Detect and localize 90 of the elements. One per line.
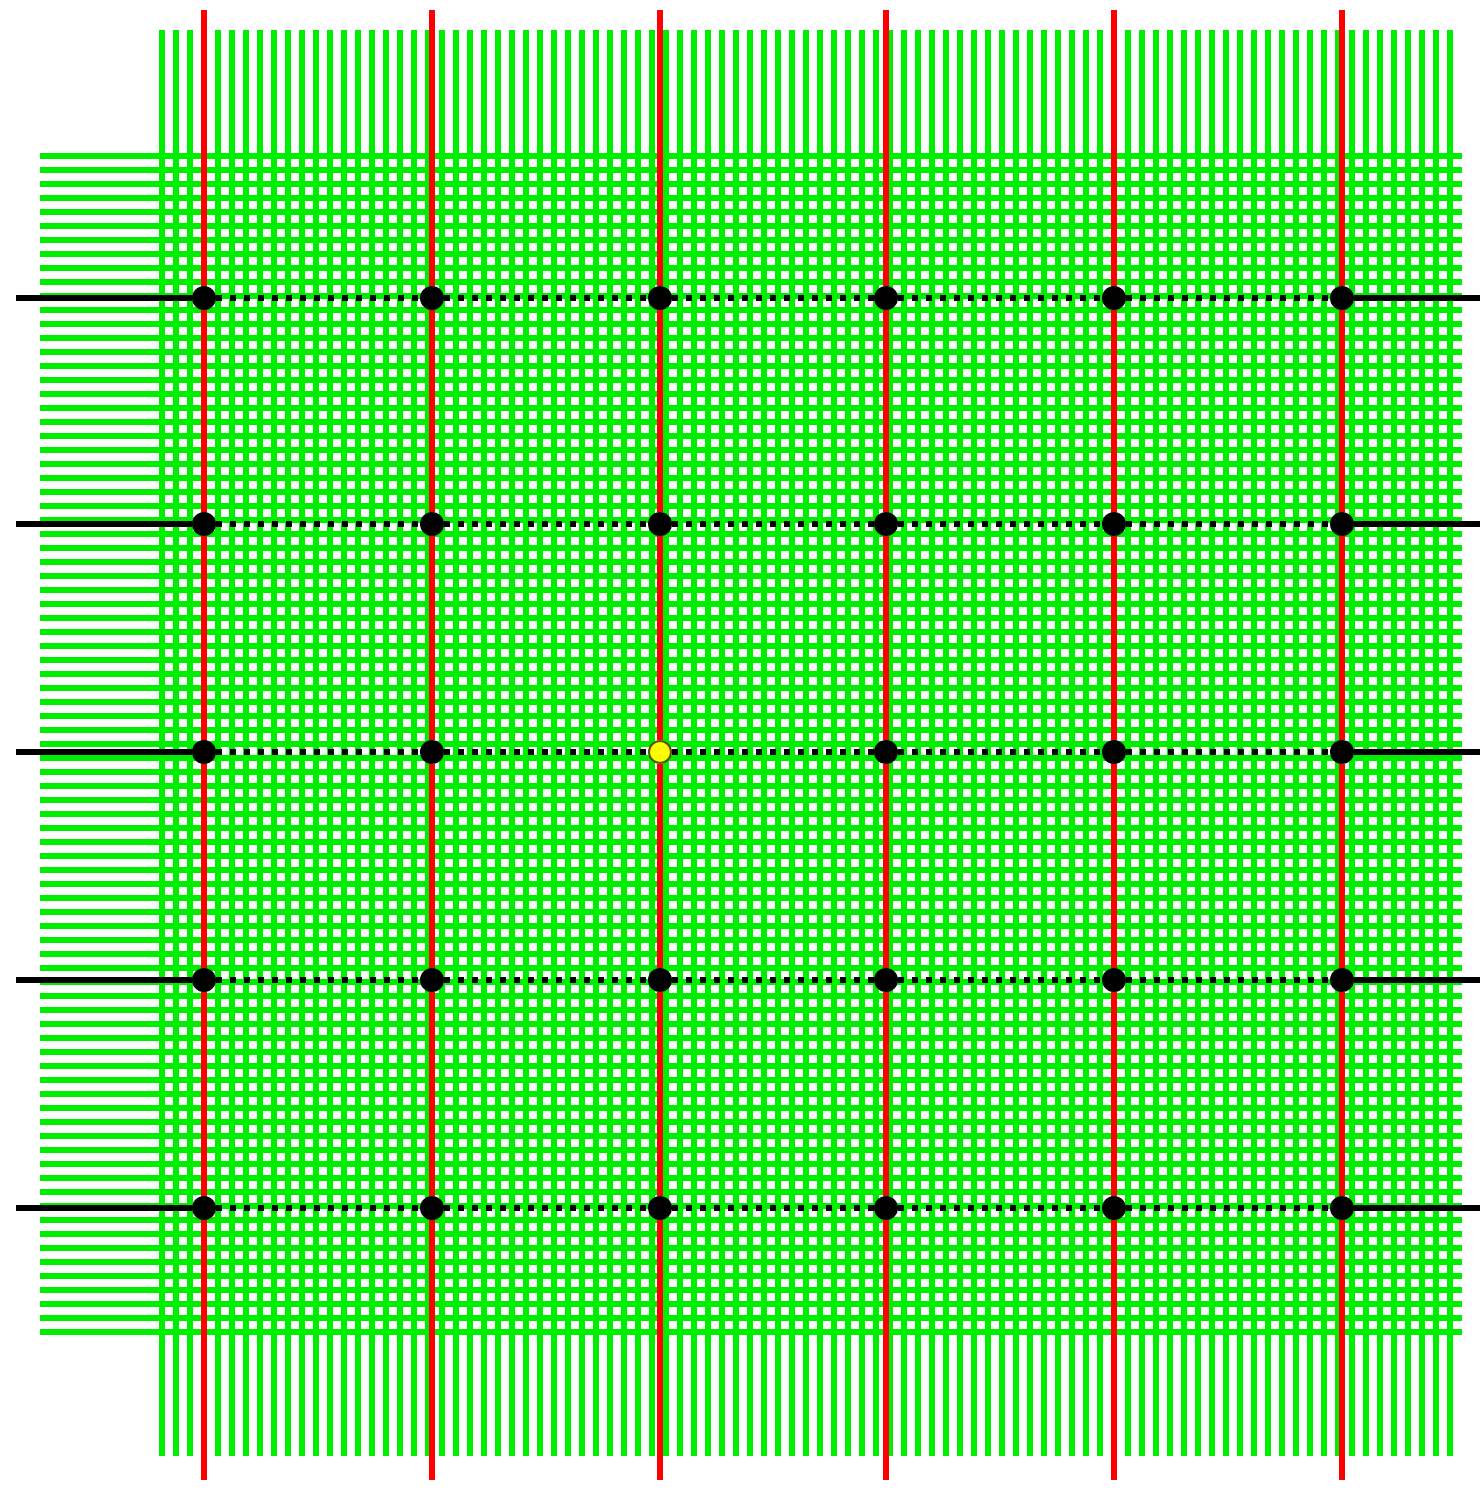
node-dot [1102,286,1126,310]
grid-line [1354,977,1480,983]
grid-line [429,1220,435,1480]
grid-line [1354,521,1480,527]
dotted-line [1126,749,1330,755]
node-dot [420,286,444,310]
node-dot [420,968,444,992]
dotted-line [672,977,874,983]
grid-line [657,992,663,1196]
grid-line [201,1220,207,1480]
grid-line [1354,1205,1480,1211]
node-dot [420,512,444,536]
grid-line [201,10,207,286]
dotted-line [1126,977,1330,983]
node-dot [648,968,672,992]
grid-line [201,992,207,1196]
grid-line [883,10,889,286]
node-dot [192,740,216,764]
grid-line [201,310,207,512]
grid-line [1111,992,1117,1196]
grid-line [883,310,889,512]
grid-line [429,992,435,1196]
grid-line [201,764,207,968]
grid-line [1339,764,1345,968]
dotted-line [216,1205,420,1211]
grid-line [1111,536,1117,740]
grid-line [429,764,435,968]
node-dot [1330,286,1354,310]
dotted-line [898,521,1102,527]
grid-line [1111,1220,1117,1480]
grid-line [16,295,192,301]
grid-line [16,977,192,983]
dotted-line [1126,1205,1330,1211]
grid-line [16,749,192,755]
grid-line [657,764,663,968]
node-dot [192,286,216,310]
grid-line [1111,764,1117,968]
dotted-line [444,1205,648,1211]
grid-line [1339,310,1345,512]
grid-line [201,536,207,740]
node-dot [192,1196,216,1220]
grid-line [1339,992,1345,1196]
grid-line [657,1220,663,1480]
dotted-line [898,295,1102,301]
node-dot [1330,512,1354,536]
dotted-line [444,295,648,301]
dotted-line [898,749,1102,755]
grid-line [1111,10,1117,286]
grid-line [16,521,192,527]
grid-line [1354,295,1480,301]
dotted-line [444,977,648,983]
node-dot [648,286,672,310]
grid-line [1339,1220,1345,1480]
grid-line [883,536,889,740]
grid-line [429,310,435,512]
grid-line [1354,749,1480,755]
grid-line [657,536,663,740]
node-dot [1102,740,1126,764]
node-dot [1102,1196,1126,1220]
dotted-line [1126,521,1330,527]
node-dot [1330,968,1354,992]
node-dot [648,1196,672,1220]
dotted-line [216,749,420,755]
dotted-line [444,521,648,527]
node-dot [1102,512,1126,536]
grid-line [429,10,435,286]
grid-line [1111,310,1117,512]
dotted-line [898,1205,1102,1211]
dotted-line [444,749,648,755]
grid-line [883,992,889,1196]
grid-line [1339,536,1345,740]
dotted-line [216,521,420,527]
grid-line [1339,10,1345,286]
dotted-line [216,295,420,301]
dotted-line [1126,295,1330,301]
grid-line [657,310,663,512]
dotted-line [672,1205,874,1211]
grid-line [429,536,435,740]
node-dot [420,1196,444,1220]
dotted-line [672,295,874,301]
grid-line [657,10,663,286]
node-dot [1330,1196,1354,1220]
grid-line [883,764,889,968]
node-dot [192,512,216,536]
grid-line [16,1205,192,1211]
grid-line [883,1220,889,1480]
dotted-line [672,521,874,527]
dotted-line [672,749,874,755]
dotted-line [216,977,420,983]
dotted-line [898,977,1102,983]
